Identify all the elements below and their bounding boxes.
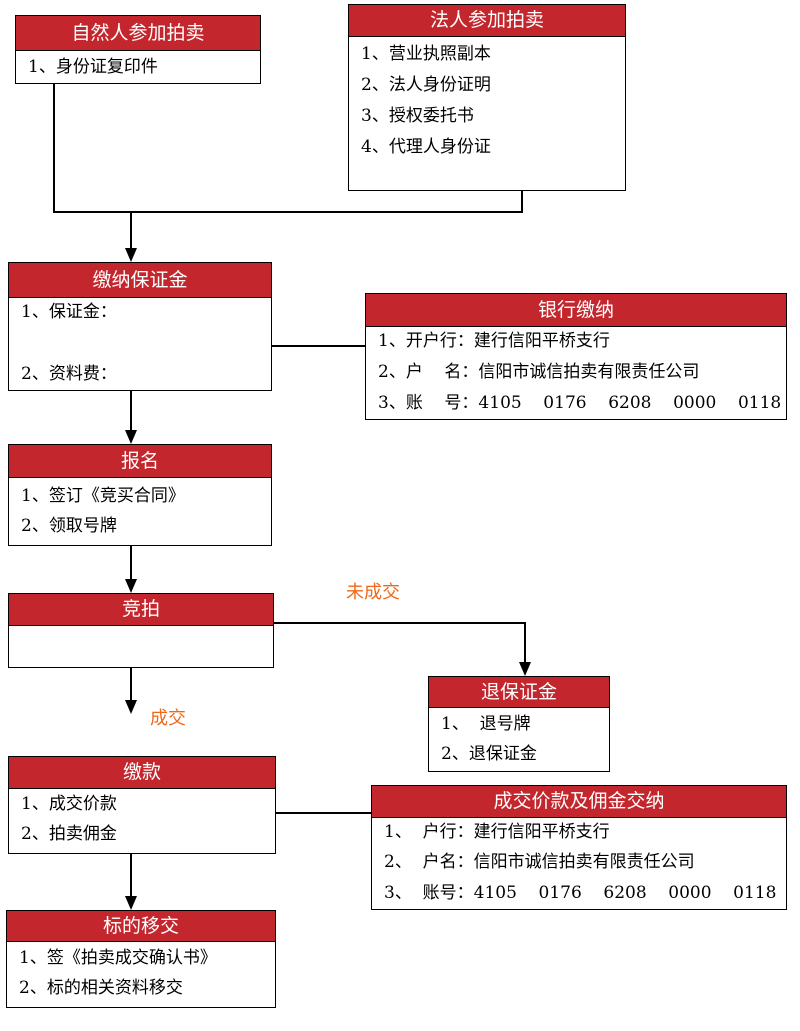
deal-label: 成交 (150, 708, 186, 729)
connector-natural-down (53, 83, 55, 212)
bank-payment-title: 银行缴纳 (366, 294, 786, 327)
register-title: 报名 (9, 445, 271, 478)
arrow-to-bidding (125, 545, 137, 593)
bank-payment-item-3: 3、账 号：4105 0176 6208 0000 0118 (378, 393, 782, 413)
handover-box: 标的移交 1、签《拍卖成交确认书》 2、标的相关资料移交 (6, 910, 276, 1008)
arrow-to-deposit (125, 212, 137, 262)
bidding-title: 竞拍 (9, 594, 273, 626)
natural-person-title: 自然人参加拍卖 (16, 16, 260, 51)
arrow-to-refund (519, 623, 531, 676)
connector-merge-horizontal (53, 211, 523, 213)
natural-person-box: 自然人参加拍卖 1、身份证复印件 (15, 15, 261, 84)
deposit-box: 缴纳保证金 1、保证金： 2、资料费： (8, 262, 272, 391)
connector-bid-right (273, 622, 526, 624)
deal-payment-box: 成交价款及佣金交纳 1、 户行：建行信阳平桥支行 2、 户名：信阳市诚信拍卖有限… (371, 785, 787, 910)
refund-item-1: 1、 退号牌 (441, 714, 531, 734)
payment-item-1: 1、成交价款 (21, 794, 117, 814)
handover-item-2: 2、标的相关资料移交 (19, 978, 183, 998)
payment-title: 缴款 (9, 757, 275, 789)
connector-legal-down (521, 190, 523, 212)
deal-payment-title: 成交价款及佣金交纳 (372, 786, 786, 818)
deal-payment-item-3: 3、 账号：4105 0176 6208 0000 0118 (384, 883, 777, 903)
connector-payment-dealpay (275, 812, 371, 814)
legal-person-item-3: 3、授权委托书 (361, 106, 474, 126)
legal-person-item-1: 1、营业执照副本 (361, 44, 491, 64)
arrow-bid-deal (125, 667, 137, 714)
bidding-box: 竞拍 (8, 593, 274, 668)
arrow-to-register (125, 390, 137, 444)
refund-box: 退保证金 1、 退号牌 2、退保证金 (428, 676, 610, 772)
legal-person-item-4: 4、代理人身份证 (361, 137, 491, 157)
register-item-2: 2、领取号牌 (21, 516, 117, 536)
payment-box: 缴款 1、成交价款 2、拍卖佣金 (8, 756, 276, 854)
handover-title: 标的移交 (7, 911, 275, 942)
handover-item-1: 1、签《拍卖成交确认书》 (19, 948, 217, 968)
register-item-1: 1、签订《竞买合同》 (21, 486, 185, 506)
bank-payment-box: 银行缴纳 1、开户行：建行信阳平桥支行 2、户 名：信阳市诚信拍卖有限责任公司 … (365, 293, 787, 420)
refund-item-2: 2、退保证金 (441, 744, 537, 764)
arrow-to-handover (125, 853, 137, 910)
legal-person-box: 法人参加拍卖 1、营业执照副本 2、法人身份证明 3、授权委托书 4、代理人身份… (348, 4, 626, 191)
natural-person-item-1: 1、身份证复印件 (28, 57, 158, 77)
refund-title: 退保证金 (429, 677, 609, 708)
legal-person-title: 法人参加拍卖 (349, 5, 625, 37)
deposit-title: 缴纳保证金 (9, 263, 271, 298)
legal-person-item-2: 2、法人身份证明 (361, 75, 491, 95)
bank-payment-item-2: 2、户 名：信阳市诚信拍卖有限责任公司 (378, 362, 700, 382)
connector-deposit-bank (271, 345, 365, 347)
deal-payment-item-2: 2、 户名：信阳市诚信拍卖有限责任公司 (384, 852, 695, 872)
deposit-item-1: 1、保证金： (21, 302, 117, 322)
deal-payment-item-1: 1、 户行：建行信阳平桥支行 (384, 822, 610, 842)
register-box: 报名 1、签订《竞买合同》 2、领取号牌 (8, 444, 272, 546)
bank-payment-item-1: 1、开户行：建行信阳平桥支行 (378, 331, 610, 351)
deposit-item-2: 2、资料费： (21, 364, 117, 384)
payment-item-2: 2、拍卖佣金 (21, 824, 117, 844)
not-deal-label: 未成交 (346, 582, 400, 603)
